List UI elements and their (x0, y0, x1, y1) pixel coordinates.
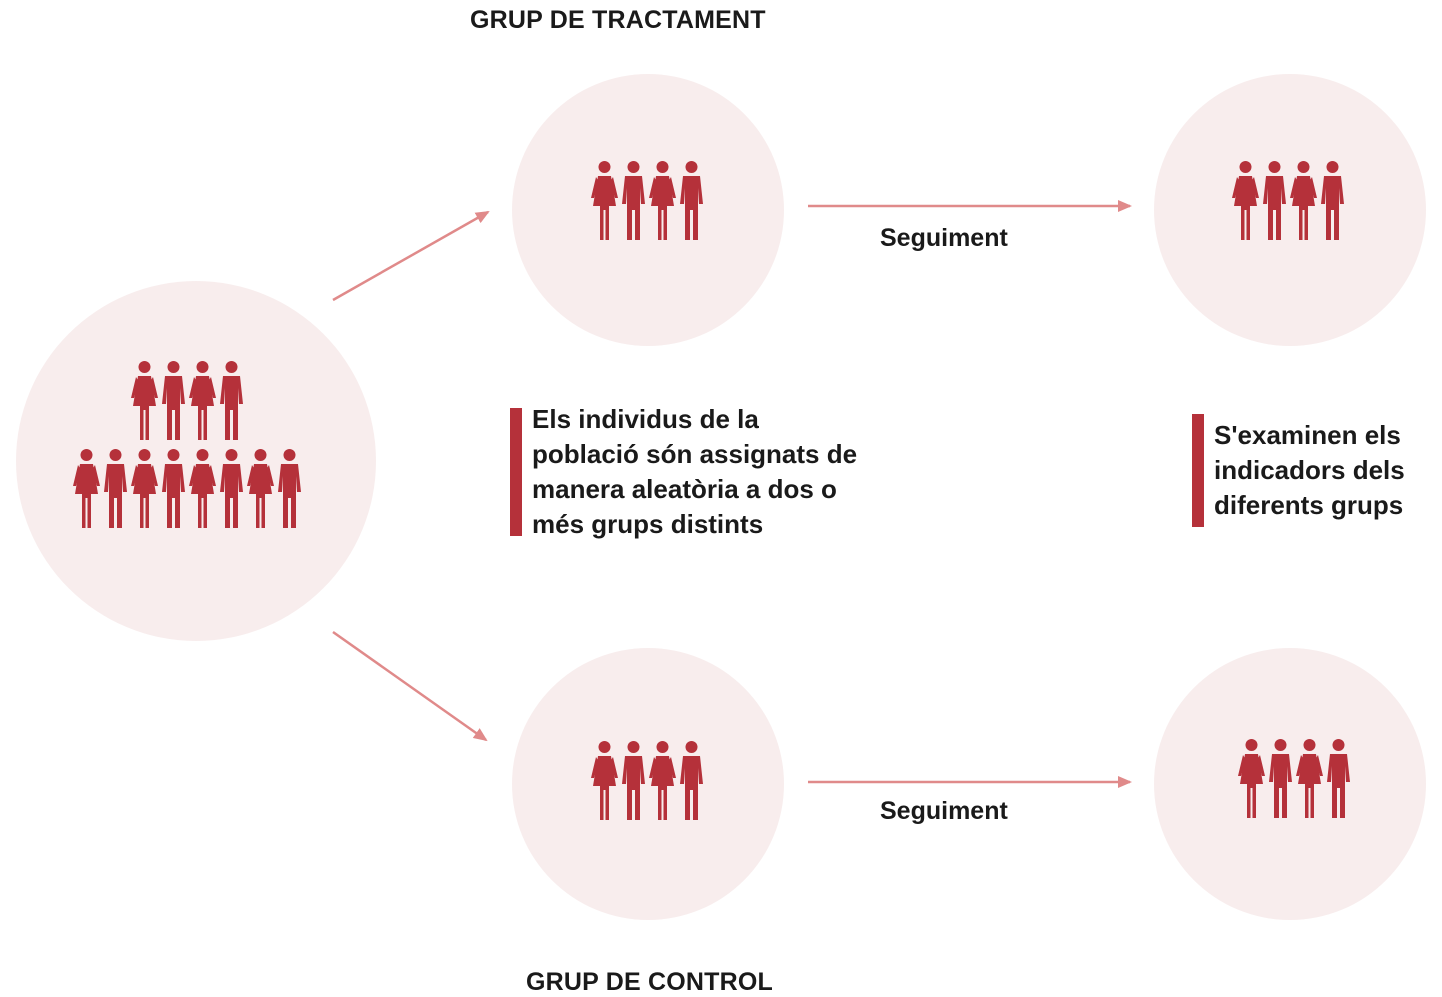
population-crowd-icon (72, 360, 304, 530)
treatment-group-title: GRUP DE TRACTAMENT (470, 6, 766, 34)
person-icon (649, 741, 676, 820)
examine-indicators-text: S'examinen els indicadors dels diferents… (1214, 420, 1405, 520)
person-icon (622, 741, 645, 820)
group-crowd-icon (1237, 738, 1353, 820)
person-icon (278, 449, 301, 528)
person-icon (622, 161, 645, 240)
person-icon (131, 361, 158, 440)
random-assignment-note: Els individus de la població són assigna… (510, 402, 860, 542)
examine-indicators-note: S'examinen els indicadors dels diferents… (1192, 414, 1440, 527)
person-icon (247, 449, 274, 528)
person-icon (1290, 161, 1317, 240)
person-icon (189, 449, 216, 528)
population-circle (16, 281, 376, 641)
person-icon (220, 449, 243, 528)
person-icon (680, 161, 703, 240)
crowd-row (72, 448, 304, 530)
person-icon (591, 161, 618, 240)
person-icon (1321, 161, 1344, 240)
person-icon (1263, 161, 1286, 240)
person-icon (220, 361, 243, 440)
follow-up-label-bottom: Seguiment (880, 797, 1008, 825)
person-icon (649, 161, 676, 240)
group-crowd-icon (590, 740, 706, 822)
arrow-to-treatment (332, 210, 490, 302)
person-icon (1269, 739, 1292, 818)
accent-bar (1192, 414, 1204, 527)
person-icon (189, 361, 216, 440)
follow-up-label-top: Seguiment (880, 224, 1008, 252)
person-icon (162, 361, 185, 440)
accent-bar (510, 408, 522, 536)
person-icon (1238, 739, 1265, 818)
person-icon (104, 449, 127, 528)
person-icon (591, 741, 618, 820)
group-crowd-icon (590, 160, 706, 242)
control-result-circle (1154, 648, 1426, 920)
treatment-result-circle (1154, 74, 1426, 346)
crowd-row (130, 360, 246, 442)
control-group-circle (512, 648, 784, 920)
person-icon (1327, 739, 1350, 818)
person-icon (131, 449, 158, 528)
treatment-group-circle (512, 74, 784, 346)
person-icon (680, 741, 703, 820)
person-icon (162, 449, 185, 528)
person-icon (1296, 739, 1323, 818)
control-group-title: GRUP DE CONTROL (526, 968, 773, 996)
group-crowd-icon (1231, 160, 1347, 242)
arrow-to-control (332, 630, 488, 742)
person-icon (73, 449, 100, 528)
random-assignment-text: Els individus de la població són assigna… (532, 404, 858, 539)
person-icon (1232, 161, 1259, 240)
